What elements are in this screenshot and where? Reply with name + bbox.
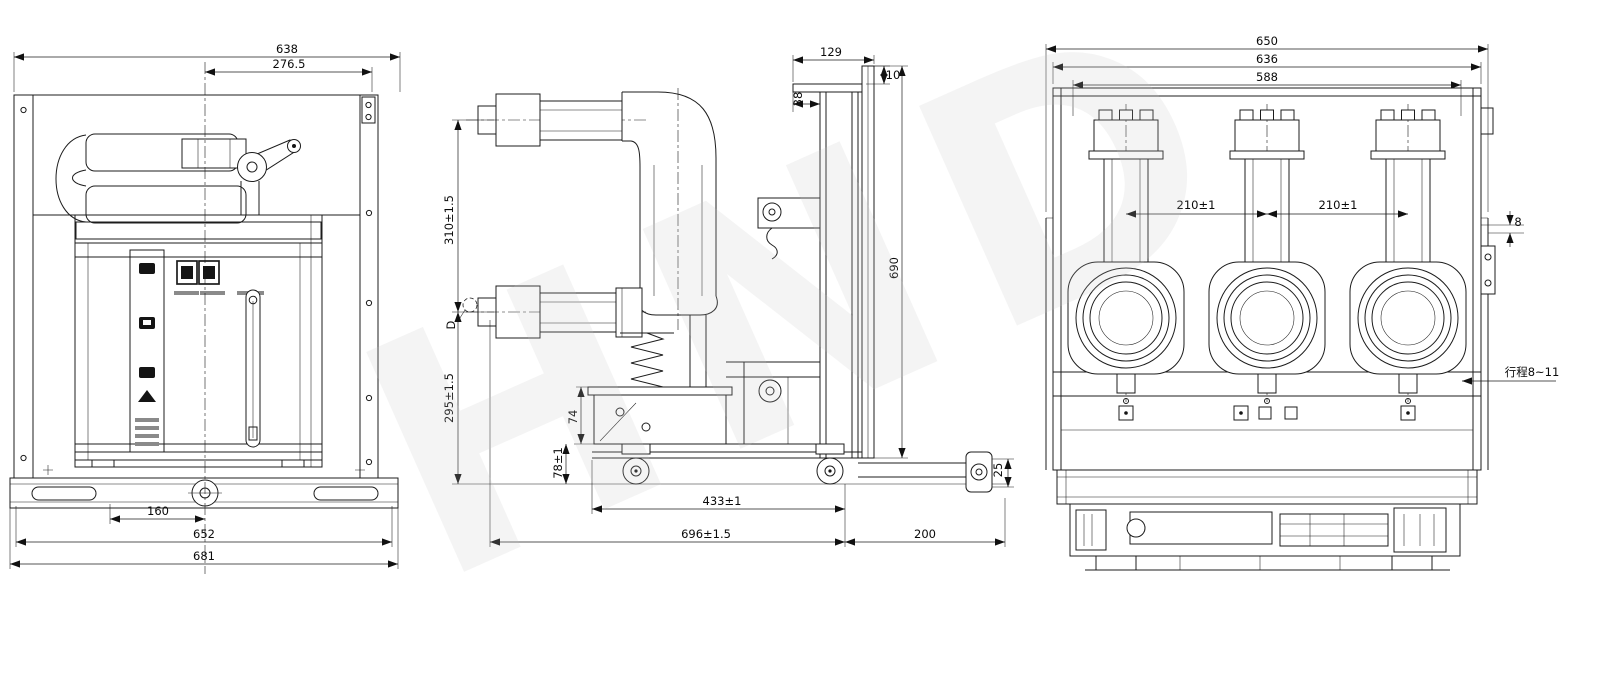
lower-bushing: [477, 285, 643, 339]
dim-side-panel-height: 690: [887, 257, 901, 279]
dim-rear-mounting-width: 588: [1256, 70, 1278, 84]
front-view-dimensions: 638 276.5 160 652 681: [9, 42, 401, 569]
rear-panel: [792, 65, 875, 459]
dim-side-hole-diameter: D: [444, 320, 458, 329]
warning-triangle-icon: [138, 390, 156, 402]
side-hinge-parts: [1480, 107, 1496, 295]
conduit-bracket: [181, 138, 247, 169]
dim-rear-frame-width: 636: [1256, 52, 1278, 66]
lifting-slot: [31, 486, 97, 501]
dim-side-chassis-height: 78±1: [551, 447, 565, 479]
side-view-dimensions: 129 38 10 690 310±1.5 295±1.5 D 74 78±1: [442, 45, 1014, 547]
front-view-geometry: [9, 62, 399, 574]
dim-front-slot-pitch: 160: [147, 504, 169, 518]
front-left-strip: [13, 94, 34, 479]
dim-side-top-step: 10: [886, 68, 901, 82]
pole-3: [1349, 104, 1467, 404]
front-view: 638 276.5 160 652 681: [9, 42, 401, 574]
dim-side-mech-height: 74: [566, 410, 580, 425]
dim-front-base-width: 652: [193, 527, 215, 541]
chassis: [584, 443, 1010, 493]
indicator-window: [198, 260, 220, 285]
dim-rear-contact-travel: 行程8~11: [1505, 365, 1560, 379]
dim-side-overall-depth: 696±1.5: [681, 527, 731, 541]
rear-view-dimensions: 650 636 588 210±1 210±1 8 行程8~11: [1045, 34, 1560, 385]
dim-side-rear-extension: 200: [914, 527, 936, 541]
dim-side-wheel-base: 433±1: [703, 494, 742, 508]
dim-side-top-width: 129: [820, 45, 842, 59]
dim-rear-pole-pitch-right: 210±1: [1319, 198, 1358, 212]
upper-bushing: [477, 93, 623, 147]
counter-window: [176, 260, 198, 285]
front-panel: [74, 214, 323, 468]
mechanism-box: [587, 361, 820, 445]
lower-band-fittings: [1118, 405, 1416, 421]
flexible-conduit: [55, 133, 247, 224]
dim-front-total-width: 681: [193, 549, 215, 563]
damper-coil: [1129, 511, 1273, 545]
pole-column-side: [621, 91, 718, 316]
control-column: [129, 249, 165, 453]
dim-side-lower-section: 295±1.5: [442, 373, 456, 423]
watermark-text: HND: [312, 0, 1295, 655]
terminal-hole: [462, 297, 478, 313]
watermark: HND: [312, 0, 1295, 655]
mounting-tab: [361, 96, 376, 124]
dim-front-upper-width: 276.5: [273, 57, 306, 71]
dim-rear-overall-width: 650: [1256, 34, 1278, 48]
dim-side-hook-offset: 25: [991, 463, 1005, 478]
side-view: 129 38 10 690 310±1.5 295±1.5 D 74 78±1: [442, 45, 1014, 547]
base-assembly: [1056, 469, 1478, 571]
dim-front-overall-width: 638: [276, 42, 298, 56]
datum-cross-marks: [43, 465, 365, 475]
base-plate: [9, 477, 399, 509]
energy-button[interactable]: [139, 367, 155, 378]
operating-cam: [237, 139, 301, 215]
dim-rear-pole-pitch-left: 210±1: [1177, 198, 1216, 212]
dim-side-bushing-pitch: 310±1.5: [442, 195, 456, 245]
open-button[interactable]: [139, 263, 155, 274]
s-hook: [766, 227, 778, 260]
rear-view: 650 636 588 210±1 210±1 8 行程8~11: [1045, 34, 1560, 571]
hook-plate: [757, 197, 821, 260]
dim-rear-side-gap: 8: [1514, 215, 1521, 229]
dim-side-panel-offset: 38: [791, 92, 805, 107]
lifting-slot: [313, 486, 379, 501]
vent-grille: [75, 221, 322, 240]
